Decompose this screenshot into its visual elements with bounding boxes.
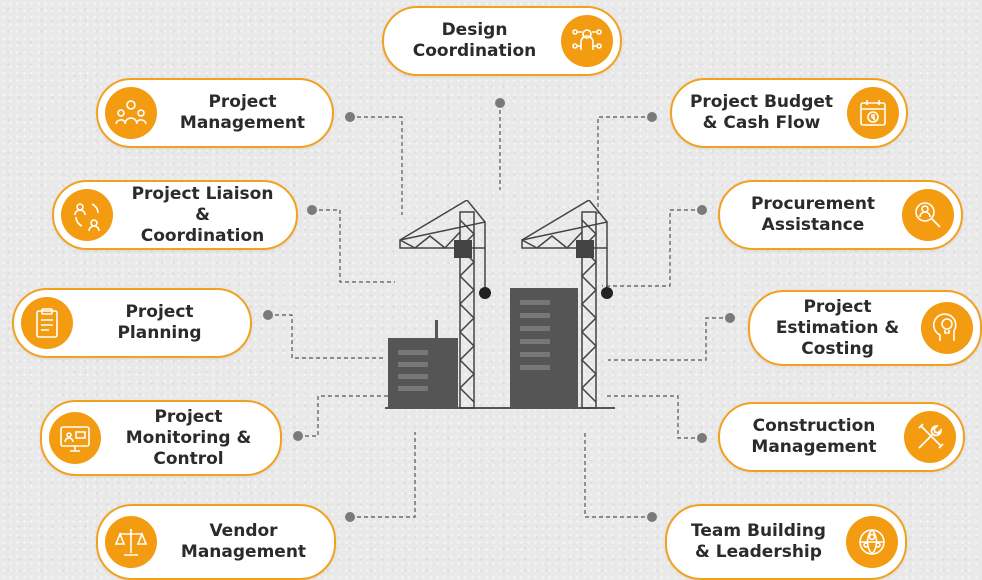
people-exchange-icon bbox=[61, 189, 113, 241]
balance-scale-icon bbox=[105, 516, 157, 568]
service-project-liaison: Project Liaison & Coordination bbox=[52, 180, 298, 250]
service-project-budget: Project Budget & Cash Flow bbox=[670, 78, 908, 148]
service-label: Construction Management bbox=[751, 416, 877, 457]
service-project-estimation: Project Estimation & Costing bbox=[748, 290, 982, 366]
service-label: Project Estimation & Costing bbox=[775, 296, 900, 359]
service-label: Project Management bbox=[179, 92, 306, 133]
service-procurement-assistance: Procurement Assistance bbox=[718, 180, 963, 250]
service-project-planning: Project Planning bbox=[12, 288, 252, 358]
service-project-monitoring: Project Monitoring & Control bbox=[40, 400, 282, 476]
service-label: Vendor Management bbox=[180, 521, 307, 562]
network-person-icon bbox=[561, 15, 613, 67]
monitor-dashboard-icon bbox=[49, 412, 101, 464]
clipboard-plan-icon bbox=[21, 297, 73, 349]
tools-icon bbox=[904, 411, 956, 463]
calendar-rupee-icon bbox=[847, 87, 899, 139]
service-design-coordination: Design Coordination bbox=[382, 6, 622, 76]
service-label: Team Building & Leadership bbox=[691, 521, 826, 562]
construction-illustration bbox=[385, 200, 615, 409]
service-team-building: Team Building & Leadership bbox=[665, 504, 907, 580]
service-project-management: Project Management bbox=[96, 78, 334, 148]
service-construction-management: Construction Management bbox=[718, 402, 965, 472]
service-label: Project Budget & Cash Flow bbox=[689, 92, 834, 133]
service-label: Procurement Assistance bbox=[750, 194, 876, 235]
service-vendor-management: Vendor Management bbox=[96, 504, 336, 580]
globe-team-icon bbox=[846, 516, 898, 568]
team-icon bbox=[105, 87, 157, 139]
service-label: Project Monitoring & Control bbox=[125, 406, 252, 469]
service-label: Design Coordination bbox=[412, 20, 537, 61]
head-bulb-icon bbox=[921, 302, 973, 354]
service-label: Project Liaison & Coordination bbox=[131, 183, 274, 246]
search-person-icon bbox=[902, 189, 954, 241]
service-label: Project Planning bbox=[117, 302, 202, 343]
